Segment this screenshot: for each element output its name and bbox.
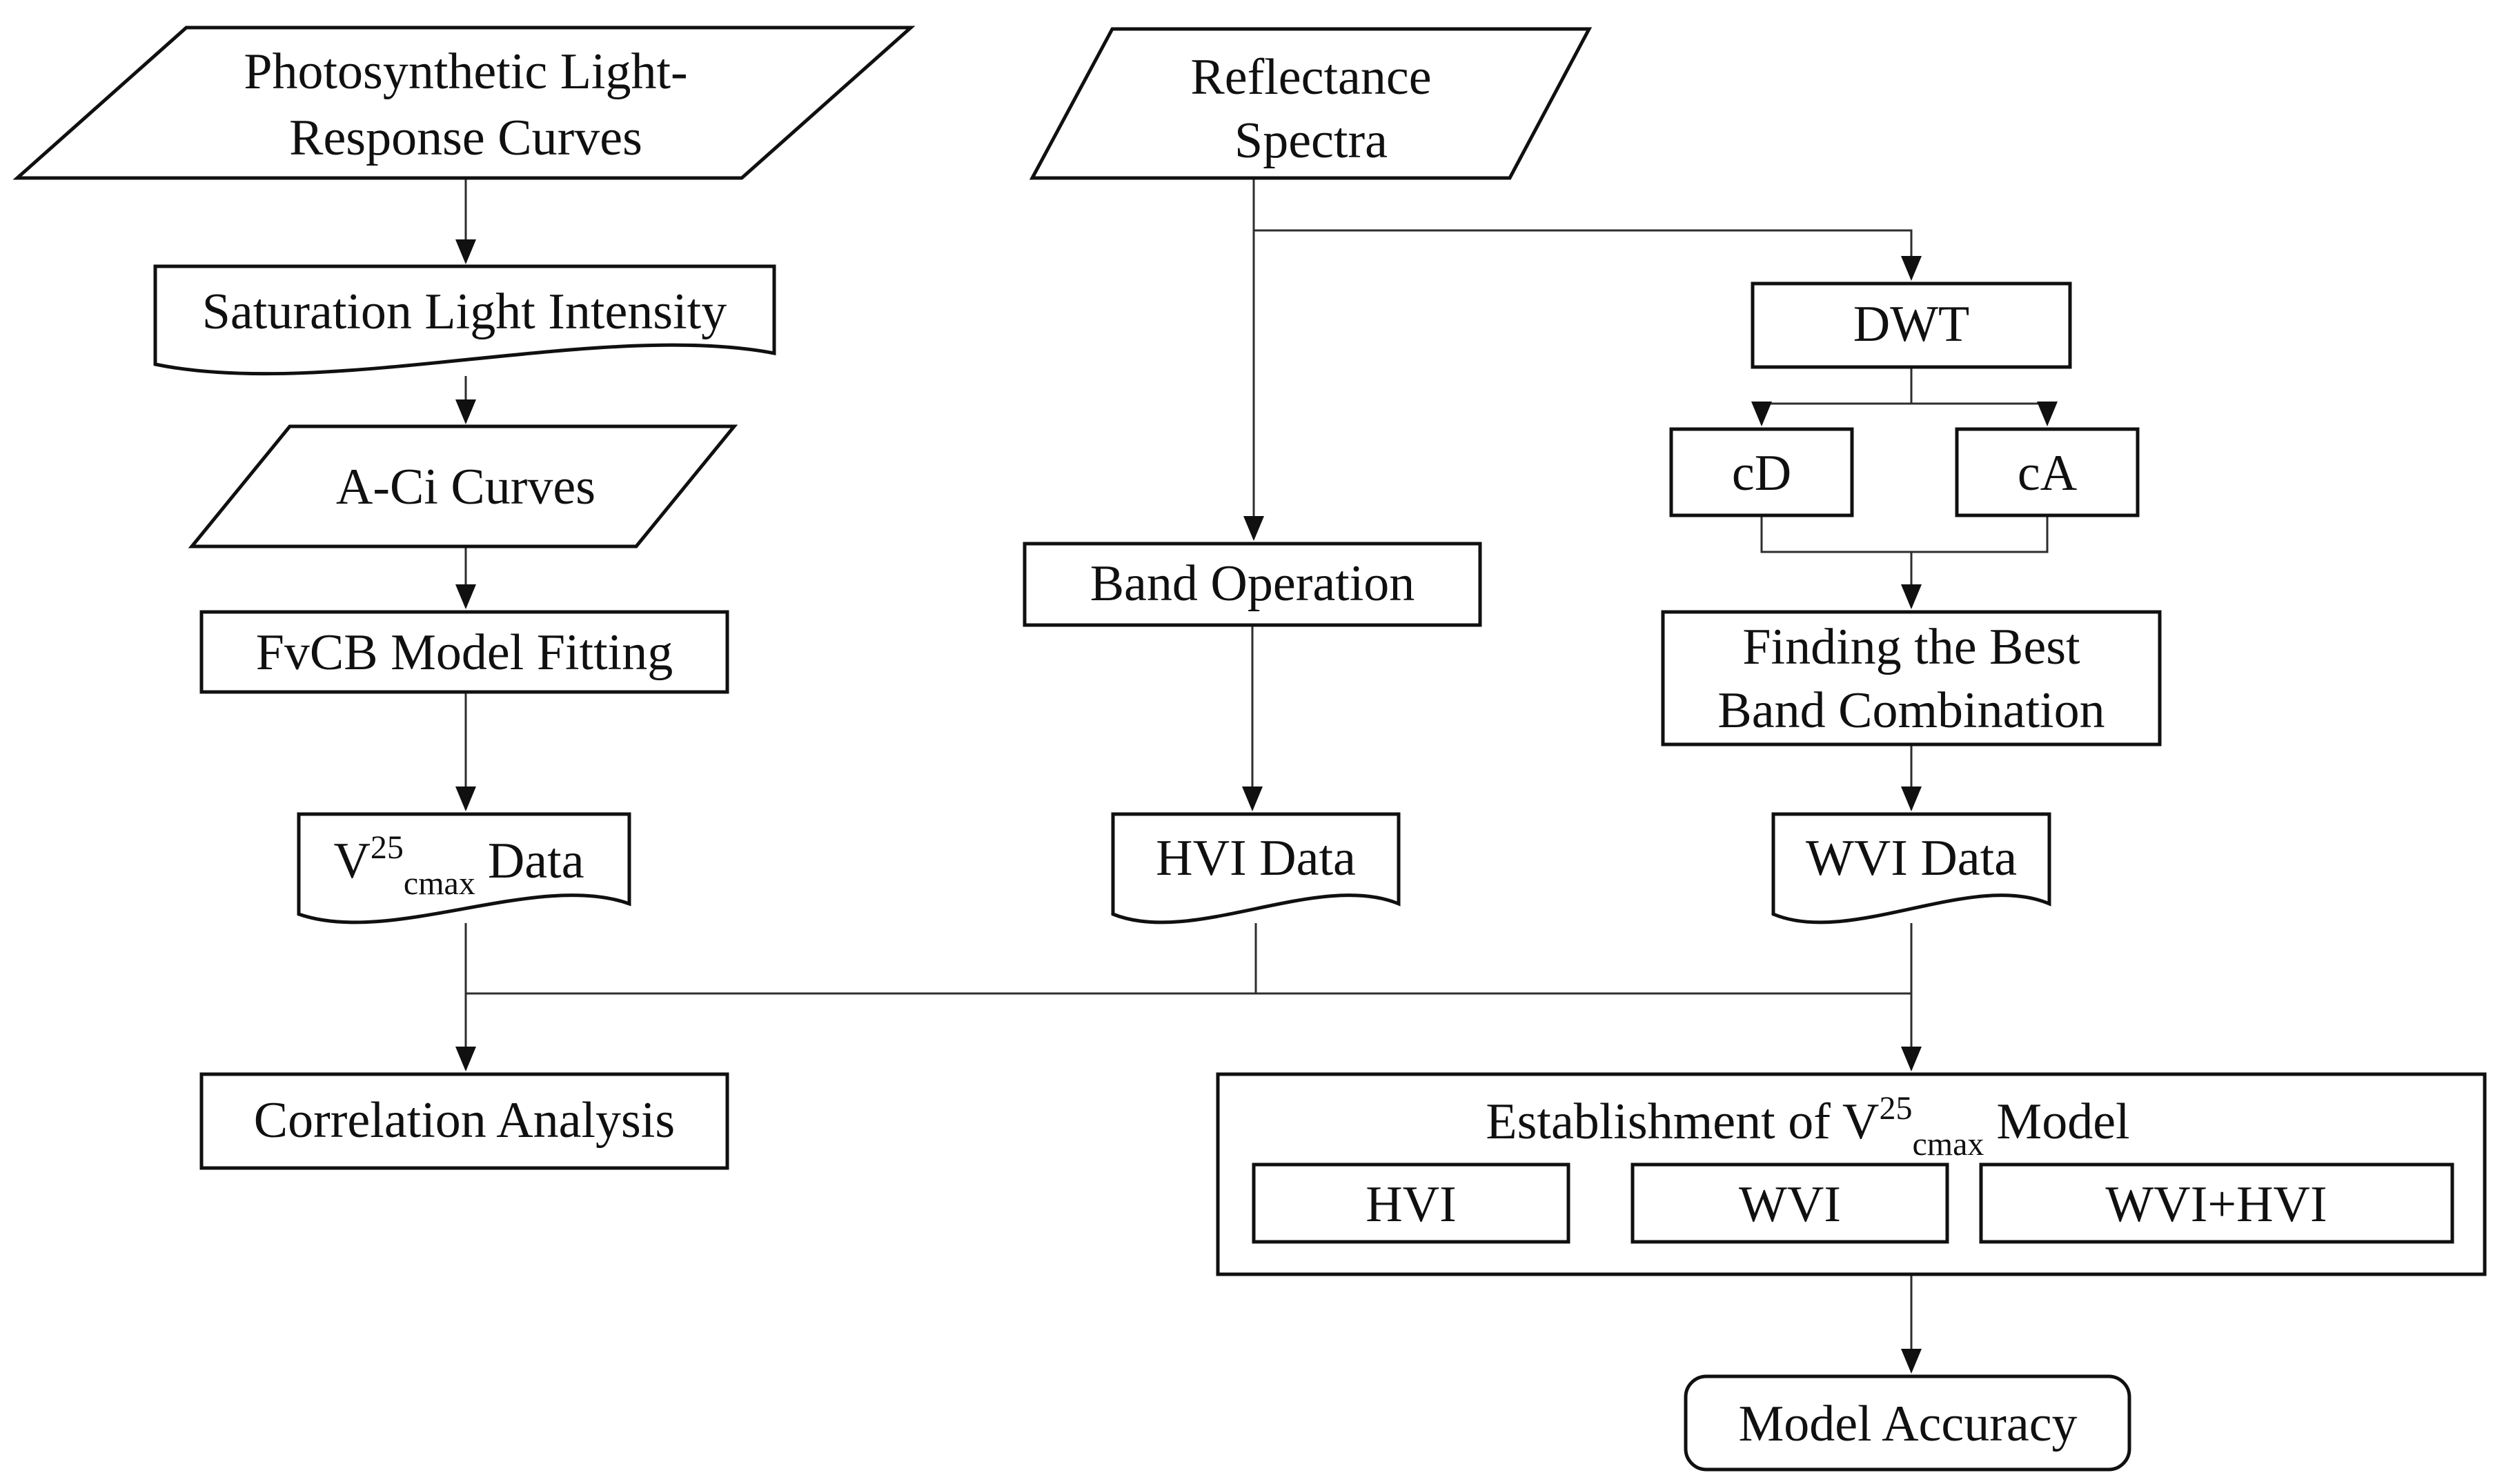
- option-hvi-shape: [1252, 1163, 1570, 1244]
- establishment-title-sub: cmax: [1912, 1126, 1984, 1163]
- vcmax-label-base: V: [333, 833, 370, 889]
- shapes: [12, 26, 2487, 1472]
- finding-node-shape: [1661, 610, 2162, 746]
- wvi-node-shape: [1771, 812, 2051, 924]
- vcmax-label: V25cmax Data: [333, 829, 584, 902]
- ca-node-shape: [1955, 427, 2140, 517]
- fvcb-node-shape: [199, 610, 729, 694]
- accuracy-label: Model Accuracy: [1738, 1396, 2077, 1452]
- option-wvi-hvi-shape: [1979, 1163, 2454, 1244]
- saturation-label: Saturation Light Intensity: [202, 284, 727, 340]
- vcmax-label-sup: 25: [371, 829, 404, 866]
- correlation-label: Correlation Analysis: [254, 1092, 675, 1149]
- flow-reflectance-branch-to-dwt: [1254, 229, 1922, 281]
- aci-label: A-Ci Curves: [336, 459, 595, 515]
- reflectance-label-line1: Reflectance: [1190, 49, 1431, 106]
- hvi-node-shape: [1111, 812, 1401, 924]
- establishment-title-rest: Model: [1996, 1094, 2129, 1150]
- option-wvi-hvi-label: WVI+HVI: [2105, 1176, 2327, 1233]
- correlation-node-shape: [199, 1072, 729, 1170]
- band-operation-node-shape: [1023, 542, 1482, 627]
- vcmax-label-rest: Data: [488, 833, 584, 889]
- dwt-label: DWT: [1853, 296, 1970, 353]
- saturation-node-shape: [153, 264, 776, 376]
- connectors: [455, 178, 2058, 1374]
- reflectance-label-line2: Spectra: [1234, 112, 1388, 169]
- ca-label: cA: [2018, 445, 2077, 502]
- option-hvi-label: HVI: [1366, 1176, 1457, 1233]
- finding-label-line1: Finding the Best: [1742, 619, 2080, 675]
- vcmax-label-sub: cmax: [404, 865, 475, 902]
- vcmax-node-shape: [297, 812, 631, 924]
- cd-node-shape: [1669, 427, 1854, 517]
- finding-label-line2: Band Combination: [1717, 682, 2105, 739]
- fvcb-label: FvCB Model Fitting: [256, 624, 673, 681]
- line-dwt-split: [1762, 367, 2047, 405]
- labels: Photosynthetic Light- Response Curves Sa…: [202, 43, 2327, 1452]
- line-cd-ca-merge: [1760, 515, 2049, 553]
- photosynthetic-node-shape: [12, 26, 916, 180]
- aci-node-shape: [188, 424, 738, 548]
- dwt-node-shape: [1751, 281, 2072, 369]
- hvi-label: HVI Data: [1156, 830, 1356, 887]
- reflectance-node-shape: [1029, 27, 1593, 180]
- establishment-title: Establishment of V25cmax Model: [1486, 1090, 2129, 1163]
- establishment-title-sup: 25: [1879, 1090, 1912, 1127]
- accuracy-node-shape: [1684, 1374, 2131, 1472]
- option-wvi-shape: [1630, 1163, 1949, 1244]
- establishment-title-base: Establishment of V: [1486, 1094, 1879, 1150]
- band-operation-label: Band Operation: [1090, 555, 1415, 612]
- option-wvi-label: WVI: [1739, 1176, 1841, 1233]
- wvi-label: WVI Data: [1806, 830, 2017, 887]
- photosynthetic-label-line2: Response Curves: [289, 110, 642, 166]
- cd-label: cD: [1732, 445, 1791, 502]
- photosynthetic-label-line1: Photosynthetic Light-: [244, 43, 687, 100]
